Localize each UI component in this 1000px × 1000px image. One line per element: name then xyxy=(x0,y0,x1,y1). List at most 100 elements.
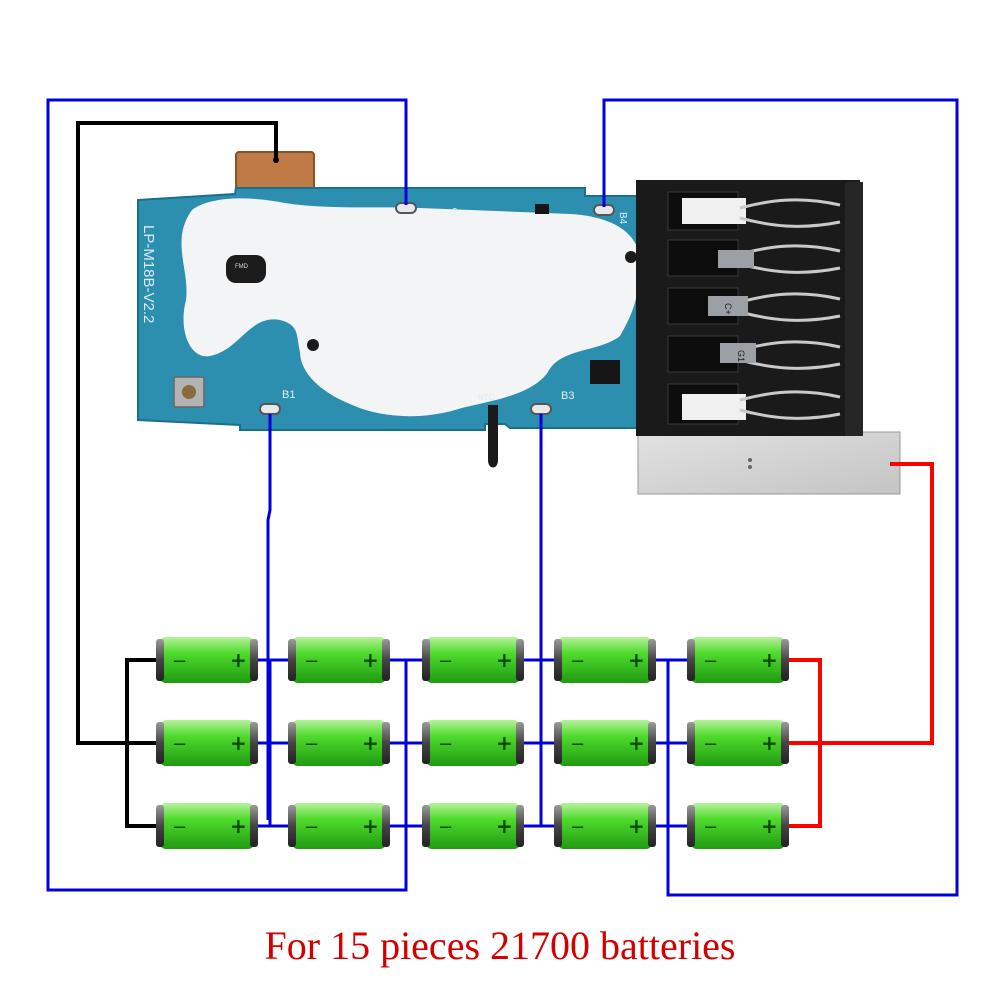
battery-cap-positive xyxy=(382,805,390,847)
positive-wire xyxy=(785,462,934,745)
strip-dot xyxy=(748,458,752,462)
battery-terminal-minus: − xyxy=(438,734,453,755)
battery-terminal-plus: + xyxy=(761,648,778,672)
battery-cap-negative xyxy=(554,639,562,681)
pcb-conformal-coating xyxy=(181,198,641,417)
battery-cap-negative xyxy=(687,722,695,764)
battery-cell: −+ xyxy=(156,637,258,683)
caption: For 15 pieces 21700 batteries xyxy=(264,923,736,968)
battery-cell: −+ xyxy=(554,803,656,849)
battery-terminal-plus: + xyxy=(628,731,645,755)
battery-cap-negative xyxy=(554,722,562,764)
battery-terminal-plus: + xyxy=(230,648,247,672)
balance-wire-b2 xyxy=(46,98,408,892)
battery-cell-body xyxy=(558,720,652,766)
ic-small xyxy=(535,204,549,214)
connector-label-cplus: C+ xyxy=(723,303,733,315)
battery-connector: C+ G1 xyxy=(636,180,901,495)
reset-button-cap xyxy=(182,385,196,399)
battery-cell-body xyxy=(426,720,520,766)
battery-cap-negative xyxy=(288,805,296,847)
battery-cell: −+ xyxy=(422,803,524,849)
battery-cell-body xyxy=(160,720,254,766)
battery-cell-body xyxy=(691,720,785,766)
ground-tab-dot xyxy=(273,157,279,163)
battery-terminal-minus: − xyxy=(570,817,585,838)
battery-terminal-plus: + xyxy=(628,814,645,838)
chip xyxy=(226,255,266,283)
contact-plate xyxy=(718,250,754,268)
positive-bus xyxy=(785,658,822,828)
battery-cell: −+ xyxy=(687,803,789,849)
battery-terminal-minus: − xyxy=(172,734,187,755)
battery-cap-positive xyxy=(516,639,524,681)
battery-cap-negative xyxy=(422,722,430,764)
battery-cap-negative xyxy=(288,722,296,764)
battery-terminal-minus: − xyxy=(570,651,585,672)
battery-cell: −+ xyxy=(687,637,789,683)
battery-terminal-plus: + xyxy=(230,731,247,755)
battery-cap-negative xyxy=(687,805,695,847)
battery-terminal-minus: − xyxy=(703,817,718,838)
battery-cap-positive xyxy=(382,722,390,764)
battery-terminal-plus: + xyxy=(496,731,513,755)
battery-cell: −+ xyxy=(156,803,258,849)
battery-terminal-minus: − xyxy=(703,651,718,672)
battery-terminal-minus: − xyxy=(172,651,187,672)
contact-plate xyxy=(720,343,756,363)
pad-b4-label: B4 xyxy=(617,212,628,225)
pad-b2-label: 2 xyxy=(452,207,458,218)
battery-cap-positive xyxy=(382,639,390,681)
battery-cell: −+ xyxy=(422,637,524,683)
pcb-model-label: LP-M18B-V2.2 xyxy=(140,225,157,323)
battery-cell: −+ xyxy=(422,720,524,766)
battery-cap-positive xyxy=(250,722,258,764)
battery-cap-positive xyxy=(250,805,258,847)
pad-b3 xyxy=(530,403,552,415)
battery-cell: −+ xyxy=(687,720,789,766)
battery-cap-negative xyxy=(554,805,562,847)
battery-terminal-plus: + xyxy=(496,814,513,838)
battery-cap-positive xyxy=(516,722,524,764)
battery-cell: −+ xyxy=(156,720,258,766)
battery-terminal-plus: + xyxy=(628,648,645,672)
contact-plate xyxy=(708,296,748,316)
strip-dot xyxy=(748,465,752,469)
balance-wire-b4 xyxy=(602,98,959,897)
ntc-thermistor xyxy=(488,405,498,468)
battery-terminal-minus: − xyxy=(172,817,187,838)
battery-cell-body xyxy=(160,637,254,683)
pad-b3-label: B3 xyxy=(561,390,574,402)
balance-wire-b1 xyxy=(266,414,272,820)
battery-terminal-minus: − xyxy=(304,734,319,755)
battery-cap-negative xyxy=(687,639,695,681)
battery-terminal-plus: + xyxy=(362,648,379,672)
battery-cap-positive xyxy=(648,722,656,764)
battery-cell: −+ xyxy=(288,720,390,766)
ground-wire xyxy=(76,121,278,745)
battery-cap-positive xyxy=(781,722,789,764)
battery-cell: −+ xyxy=(554,637,656,683)
battery-terminal-plus: + xyxy=(230,814,247,838)
battery-cell-body xyxy=(691,637,785,683)
battery-terminal-minus: − xyxy=(570,734,585,755)
terminal-pad xyxy=(682,394,746,420)
contact-clips xyxy=(739,198,841,420)
battery-cell-body xyxy=(558,637,652,683)
battery-cap-negative xyxy=(422,805,430,847)
battery-terminal-plus: + xyxy=(761,731,778,755)
battery-cell-body xyxy=(292,803,386,849)
battery-cap-negative xyxy=(288,639,296,681)
battery-cell-body xyxy=(426,637,520,683)
battery-pack: −+−+−+−+−+−+−+−+−+−+−+−+−+−+−+ xyxy=(156,637,789,849)
battery-cap-positive xyxy=(250,639,258,681)
battery-cell: −+ xyxy=(554,720,656,766)
battery-terminal-minus: − xyxy=(438,817,453,838)
ic-small xyxy=(590,360,620,384)
battery-terminal-plus: + xyxy=(362,731,379,755)
battery-cap-negative xyxy=(422,639,430,681)
battery-cap-negative xyxy=(156,639,164,681)
battery-cell-body xyxy=(160,803,254,849)
pcb-mount-hole xyxy=(625,251,637,263)
